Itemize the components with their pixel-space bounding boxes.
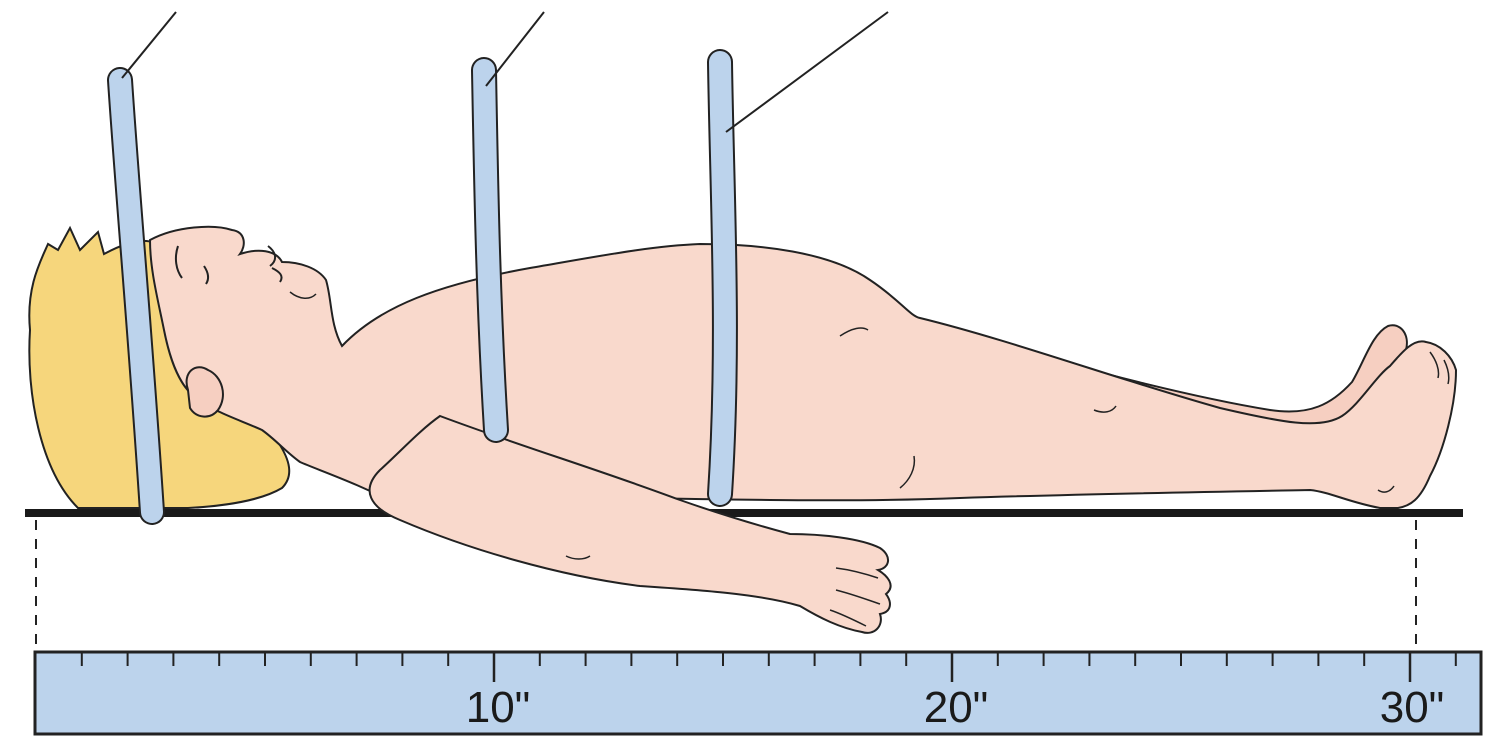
chest-tape-leader-line	[486, 12, 544, 86]
infant-body	[150, 227, 1456, 508]
ruler-label-20: 20"	[924, 683, 989, 732]
chest-circumference-tape-fill	[484, 70, 496, 430]
ruler-label-10: 10"	[466, 683, 531, 732]
head-tape-leader-line	[122, 12, 176, 78]
ruler-label-30: 30"	[1380, 683, 1445, 732]
abdominal-tape-leader-line	[726, 12, 888, 132]
exam-table-line	[25, 509, 1463, 517]
length-ruler: 10" 20" 30"	[35, 652, 1481, 734]
abdominal-circumference-tape-fill	[720, 62, 725, 494]
ruler-body	[35, 652, 1481, 734]
